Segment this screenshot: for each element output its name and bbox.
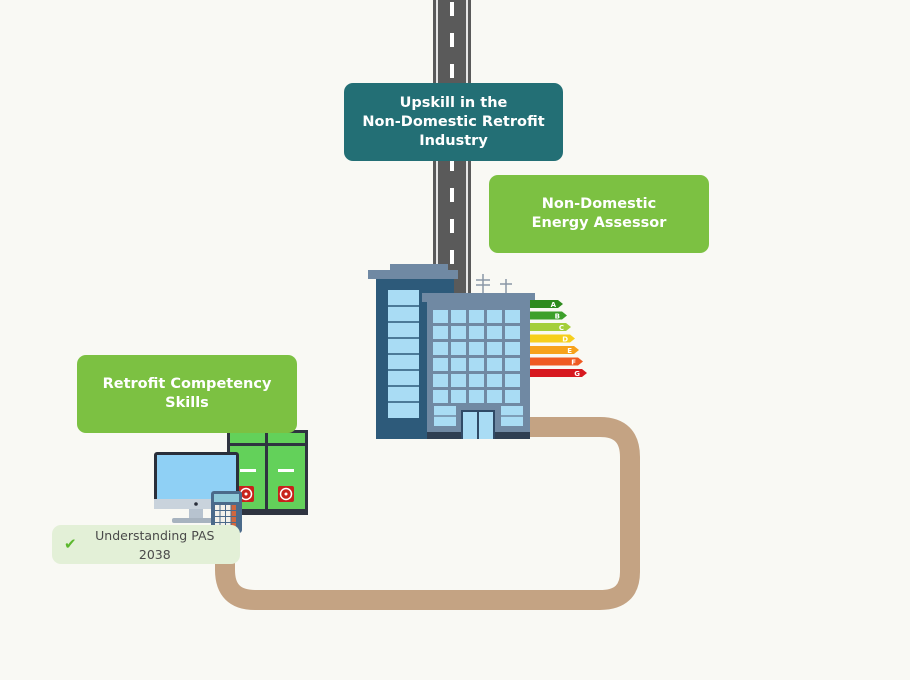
pas-2038-label: Understanding PAS 2038 <box>95 527 215 562</box>
retrofit-line: Retrofit Competency <box>102 376 272 392</box>
energy-band-label: B <box>555 313 560 321</box>
retrofit-line: Skills <box>165 395 209 411</box>
energy-band-label: C <box>559 324 564 332</box>
energy-band-b: B <box>530 311 567 321</box>
energy-band-label: E <box>567 347 572 355</box>
energy-band-c: C <box>530 323 571 332</box>
upskill-line: Industry <box>419 132 488 149</box>
retrofit-skills-box: Retrofit Competency Skills <box>77 355 297 433</box>
pathway-track <box>215 417 640 610</box>
plant-unit <box>227 430 308 515</box>
upskill-box: Upskill in the Non-Domestic Retrofit Ind… <box>344 83 563 161</box>
computer-monitor-icon <box>154 452 239 523</box>
energy-band-label: G <box>574 370 580 378</box>
office-building <box>368 264 535 439</box>
assessor-line: Non-Domestic <box>541 196 657 212</box>
upskill-line: Non-Domestic Retrofit <box>362 113 545 130</box>
energy-band-g: G <box>530 369 587 378</box>
upskill-line: Upskill in the <box>399 94 508 111</box>
assessor-line: Energy Assessor <box>531 215 667 231</box>
energy-band-e: E <box>530 346 579 355</box>
pas-2038-item: ✔ Understanding PAS 2038 <box>52 525 240 564</box>
energy-band-d: D <box>530 334 575 344</box>
fan-icon <box>278 486 294 502</box>
energy-assessor-box: Non-Domestic Energy Assessor <box>489 175 709 253</box>
checkmark-icon: ✔ <box>64 535 77 553</box>
energy-band-label: A <box>551 301 557 309</box>
energy-band-a: A <box>530 300 563 309</box>
energy-band-label: F <box>571 359 576 367</box>
energy-band-label: D <box>562 336 568 344</box>
energy-band-f: F <box>530 357 583 367</box>
